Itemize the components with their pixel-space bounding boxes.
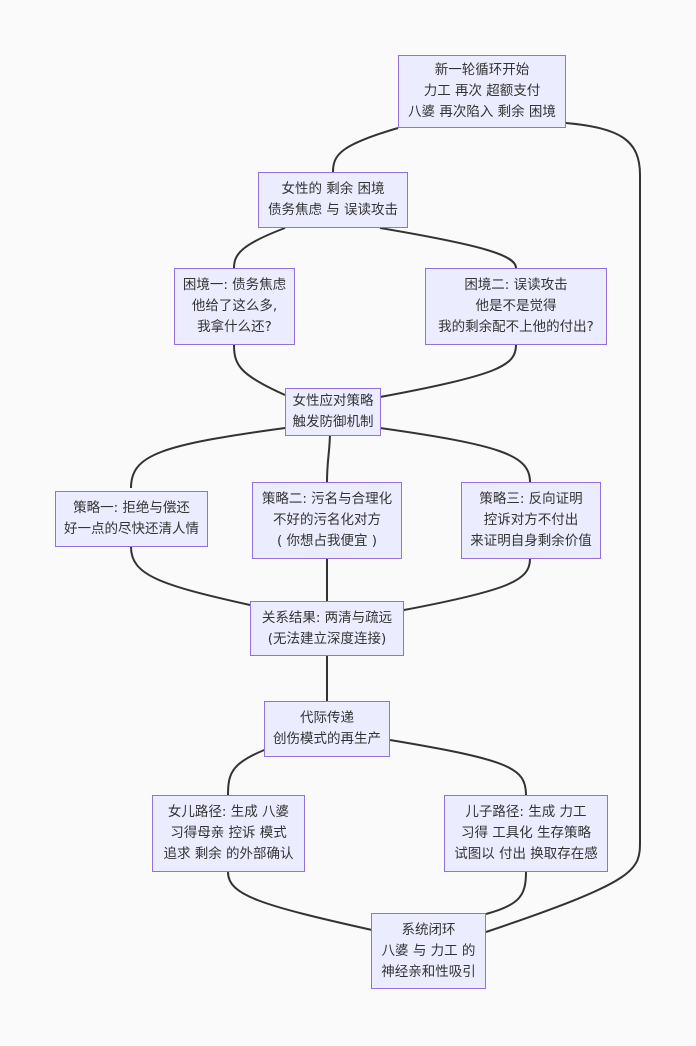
node-label: 策略三: 反向证明 控诉对方不付出 来证明自身剩余价值 bbox=[470, 491, 592, 549]
node-daughter-path: 女儿路径: 生成 八婆 习得母亲 控诉 模式 追求 剩余 的外部确认 bbox=[152, 795, 305, 872]
edge-dilemma-to-d2 bbox=[379, 227, 517, 269]
node-closed-loop: 系统闭环 八婆 与 力工 的 神经亲和性吸引 bbox=[371, 913, 486, 989]
edge-strategy-to-s2 bbox=[326, 431, 331, 483]
node-label: 策略一: 拒绝与偿还 好一点的尽快还清人情 bbox=[64, 500, 199, 537]
node-coping-strategy: 女性应对策略 触发防御机制 bbox=[285, 388, 381, 436]
node-relationship-result: 关系结果: 两清与疏远 (无法建立深度连接) bbox=[250, 601, 404, 656]
node-label: 女性的 剩余 困境 债务焦虑 与 误读攻击 bbox=[267, 181, 399, 218]
edge-transfer-to-daughter bbox=[227, 746, 273, 796]
node-strategy-three: 策略三: 反向证明 控诉对方不付出 来证明自身剩余价值 bbox=[461, 482, 601, 559]
edge-son-to-closed bbox=[485, 871, 527, 915]
node-label: 困境一: 债务焦虑 他给了这么多, 我拿什么还? bbox=[182, 277, 287, 335]
node-label: 代际传递 创伤模式的再生产 bbox=[273, 710, 381, 747]
node-female-dilemma: 女性的 剩余 困境 债务焦虑 与 误读攻击 bbox=[258, 172, 408, 228]
node-son-path: 儿子路径: 生成 力工 习得 工具化 生存策略 试图以 付出 换取存在感 bbox=[444, 795, 608, 872]
edge-daughter-to-closed bbox=[227, 871, 373, 931]
node-label: 女儿路径: 生成 八婆 习得母亲 控诉 模式 追求 剩余 的外部确认 bbox=[163, 804, 294, 862]
node-label: 系统闭环 八婆 与 力工 的 神经亲和性吸引 bbox=[381, 921, 476, 980]
node-label: 新一轮循环开始 力工 再次 超额支付 八婆 再次陷入 剩余 困境 bbox=[408, 62, 556, 120]
edge-d1-to-strategy bbox=[233, 344, 286, 396]
node-label: 困境二: 误读攻击 他是不是觉得 我的剩余配不上他的付出? bbox=[438, 277, 594, 335]
node-new-cycle: 新一轮循环开始 力工 再次 超额支付 八婆 再次陷入 剩余 困境 bbox=[398, 55, 566, 128]
node-label: 策略二: 污名与合理化 不好的污名化对方 ( 你想占我便宜 ) bbox=[261, 491, 393, 549]
node-label: 儿子路径: 生成 力工 习得 工具化 生存策略 试图以 付出 换取存在感 bbox=[454, 804, 598, 862]
edge-dilemma-to-d1 bbox=[233, 227, 286, 269]
node-label: 关系结果: 两清与疏远 (无法建立深度连接) bbox=[261, 609, 393, 647]
edge-strategy-to-s3 bbox=[379, 427, 531, 483]
node-dilemma-one: 困境一: 债务焦虑 他给了这么多, 我拿什么还? bbox=[174, 268, 295, 345]
edge-cycle-to-dilemma bbox=[332, 127, 399, 173]
node-dilemma-two: 困境二: 误读攻击 他是不是觉得 我的剩余配不上他的付出? bbox=[425, 268, 607, 345]
edge-s1-to-result bbox=[130, 546, 251, 606]
edge-transfer-to-son bbox=[389, 739, 527, 796]
edge-s3-to-result bbox=[403, 558, 531, 611]
edge-d2-to-strategy bbox=[379, 344, 517, 398]
node-strategy-one: 策略一: 拒绝与偿还 好一点的尽快还清人情 bbox=[55, 491, 208, 547]
node-label: 女性应对策略 触发防御机制 bbox=[292, 393, 374, 430]
node-intergenerational-transfer: 代际传递 创伤模式的再生产 bbox=[264, 701, 390, 757]
edge-closed-to-cycle bbox=[485, 122, 641, 933]
edge-strategy-to-s1 bbox=[130, 427, 286, 489]
node-strategy-two: 策略二: 污名与合理化 不好的污名化对方 ( 你想占我便宜 ) bbox=[252, 482, 402, 559]
